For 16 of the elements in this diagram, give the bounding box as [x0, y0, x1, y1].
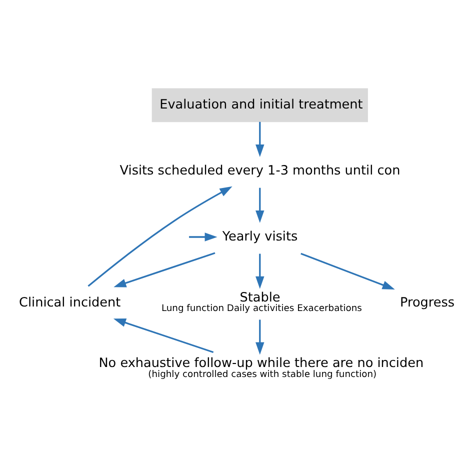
arrow [256, 254, 264, 289]
node-text: Clinical incident [19, 295, 121, 310]
arrow [189, 232, 218, 242]
arrow [256, 320, 264, 355]
arrow [256, 122, 264, 157]
node-text: Yearly visits [222, 229, 298, 244]
node-text: Progress [400, 295, 455, 310]
node-text: Stable Lung function Daily activities Exacerbations [161, 290, 362, 314]
node-text: No exhaustive follow-up while there are no inciden (highly controlled cases with stable lung function) [98, 356, 424, 380]
arrow [256, 188, 264, 223]
node-box: Evaluation and initial treatment [152, 88, 368, 122]
arrow [88, 186, 232, 287]
arrow [114, 252, 216, 288]
node-text: Visits scheduled every 1-3 months until con [120, 163, 400, 178]
arrow [113, 318, 214, 354]
arrow [300, 252, 395, 290]
